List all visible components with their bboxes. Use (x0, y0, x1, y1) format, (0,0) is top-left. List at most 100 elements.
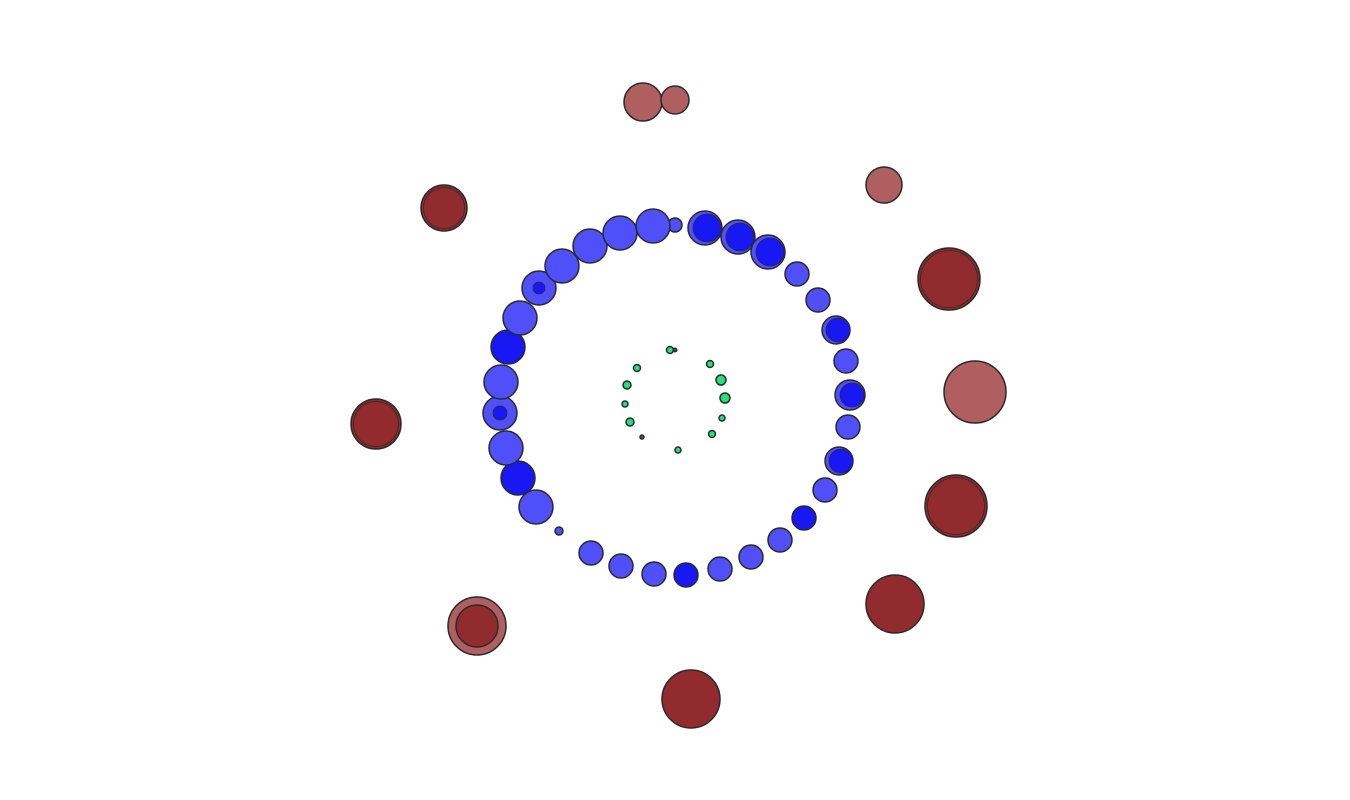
inner-node-circle (632, 363, 642, 373)
middle-node (707, 556, 733, 582)
inner-node (707, 429, 717, 439)
middle-node (488, 430, 524, 466)
middle-node-circle (483, 364, 519, 400)
middle-node (518, 489, 554, 525)
middle-node (833, 348, 859, 374)
outer-node (661, 669, 721, 729)
outer-node (447, 596, 507, 656)
inner-node-circle (672, 347, 678, 353)
middle-node-dot (492, 405, 508, 421)
inner-node-circle (707, 429, 717, 439)
middle-node-dot (532, 281, 546, 295)
middle-node (673, 562, 699, 588)
middle-node-circle (578, 540, 604, 566)
inner-ring (621, 345, 731, 454)
middle-node-circle (738, 544, 764, 570)
middle-node-circle (500, 460, 536, 496)
middle-node (821, 315, 851, 345)
inner-node (622, 380, 632, 390)
middle-node-circle (707, 556, 733, 582)
inner-node-circle (621, 400, 629, 408)
middle-node (500, 460, 536, 496)
outer-node-ring (353, 401, 399, 447)
inner-node (718, 414, 726, 422)
outer-node-circle (865, 574, 925, 634)
inner-node-circle (639, 434, 645, 440)
middle-node-circle (488, 430, 524, 466)
middle-node (767, 527, 793, 553)
middle-node-circle (544, 248, 580, 284)
middle-node (635, 208, 671, 244)
middle-node (812, 477, 838, 503)
middle-node (784, 261, 810, 287)
inner-node-circle (718, 414, 726, 422)
middle-node-circle (572, 228, 608, 264)
middle-node-circle (608, 553, 634, 579)
middle-node-core (839, 382, 865, 408)
middle-node (602, 215, 638, 251)
middle-node (687, 210, 723, 246)
middle-node-circle (635, 208, 671, 244)
middle-node-circle (641, 561, 667, 587)
middle-node-circle (602, 215, 638, 251)
middle-node-circle (833, 348, 859, 374)
outer-node (865, 166, 903, 204)
middle-node (824, 446, 854, 476)
middle-node-circle (518, 489, 554, 525)
outer-node-circle (623, 82, 663, 122)
inner-node-circle (715, 374, 727, 386)
inner-node-circle (622, 380, 632, 390)
inner-node-circle (705, 359, 715, 369)
outer-node (350, 398, 402, 450)
middle-node (835, 414, 861, 440)
inner-node (672, 347, 678, 353)
middle-node-core (725, 222, 755, 252)
inner-node-circle (674, 446, 682, 454)
middle-node-core (828, 448, 854, 474)
middle-node-circle (835, 414, 861, 440)
outer-node-ring (927, 477, 985, 535)
middle-node (608, 553, 634, 579)
middle-node (554, 526, 564, 536)
middle-node-circle (791, 505, 817, 531)
outer-node (943, 360, 1007, 424)
middle-node (502, 300, 538, 336)
outer-node-ring (423, 187, 465, 229)
outer-node-circle (660, 85, 690, 115)
outer-node (660, 85, 690, 115)
middle-node (750, 234, 786, 270)
middle-node-circle (784, 261, 810, 287)
inner-node (639, 434, 645, 440)
middle-node-circle (767, 527, 793, 553)
inner-node (625, 417, 635, 427)
middle-node (738, 544, 764, 570)
middle-node (578, 540, 604, 566)
inner-node (632, 363, 642, 373)
middle-node (544, 248, 580, 284)
middle-node-circle (805, 287, 831, 313)
middle-node-circle (673, 562, 699, 588)
outer-node-circle (943, 360, 1007, 424)
middle-node (572, 228, 608, 264)
middle-node (521, 270, 557, 306)
middle-node-core (755, 237, 785, 267)
middle-node-circle (812, 477, 838, 503)
inner-node (719, 392, 731, 404)
outer-node (865, 574, 925, 634)
outer-node (917, 247, 981, 311)
middle-node-core (692, 213, 722, 243)
middle-ring (482, 208, 866, 588)
middle-node-circle (502, 300, 538, 336)
inner-node (705, 359, 715, 369)
inner-node-circle (719, 392, 731, 404)
outer-node-circle (865, 166, 903, 204)
middle-node (482, 395, 518, 431)
middle-node (834, 379, 866, 411)
outer-node-ring (920, 250, 978, 308)
outer-ring (350, 82, 1007, 729)
inner-node (674, 446, 682, 454)
inner-node (715, 374, 727, 386)
outer-node (924, 474, 988, 538)
outer-node-core (455, 604, 499, 648)
